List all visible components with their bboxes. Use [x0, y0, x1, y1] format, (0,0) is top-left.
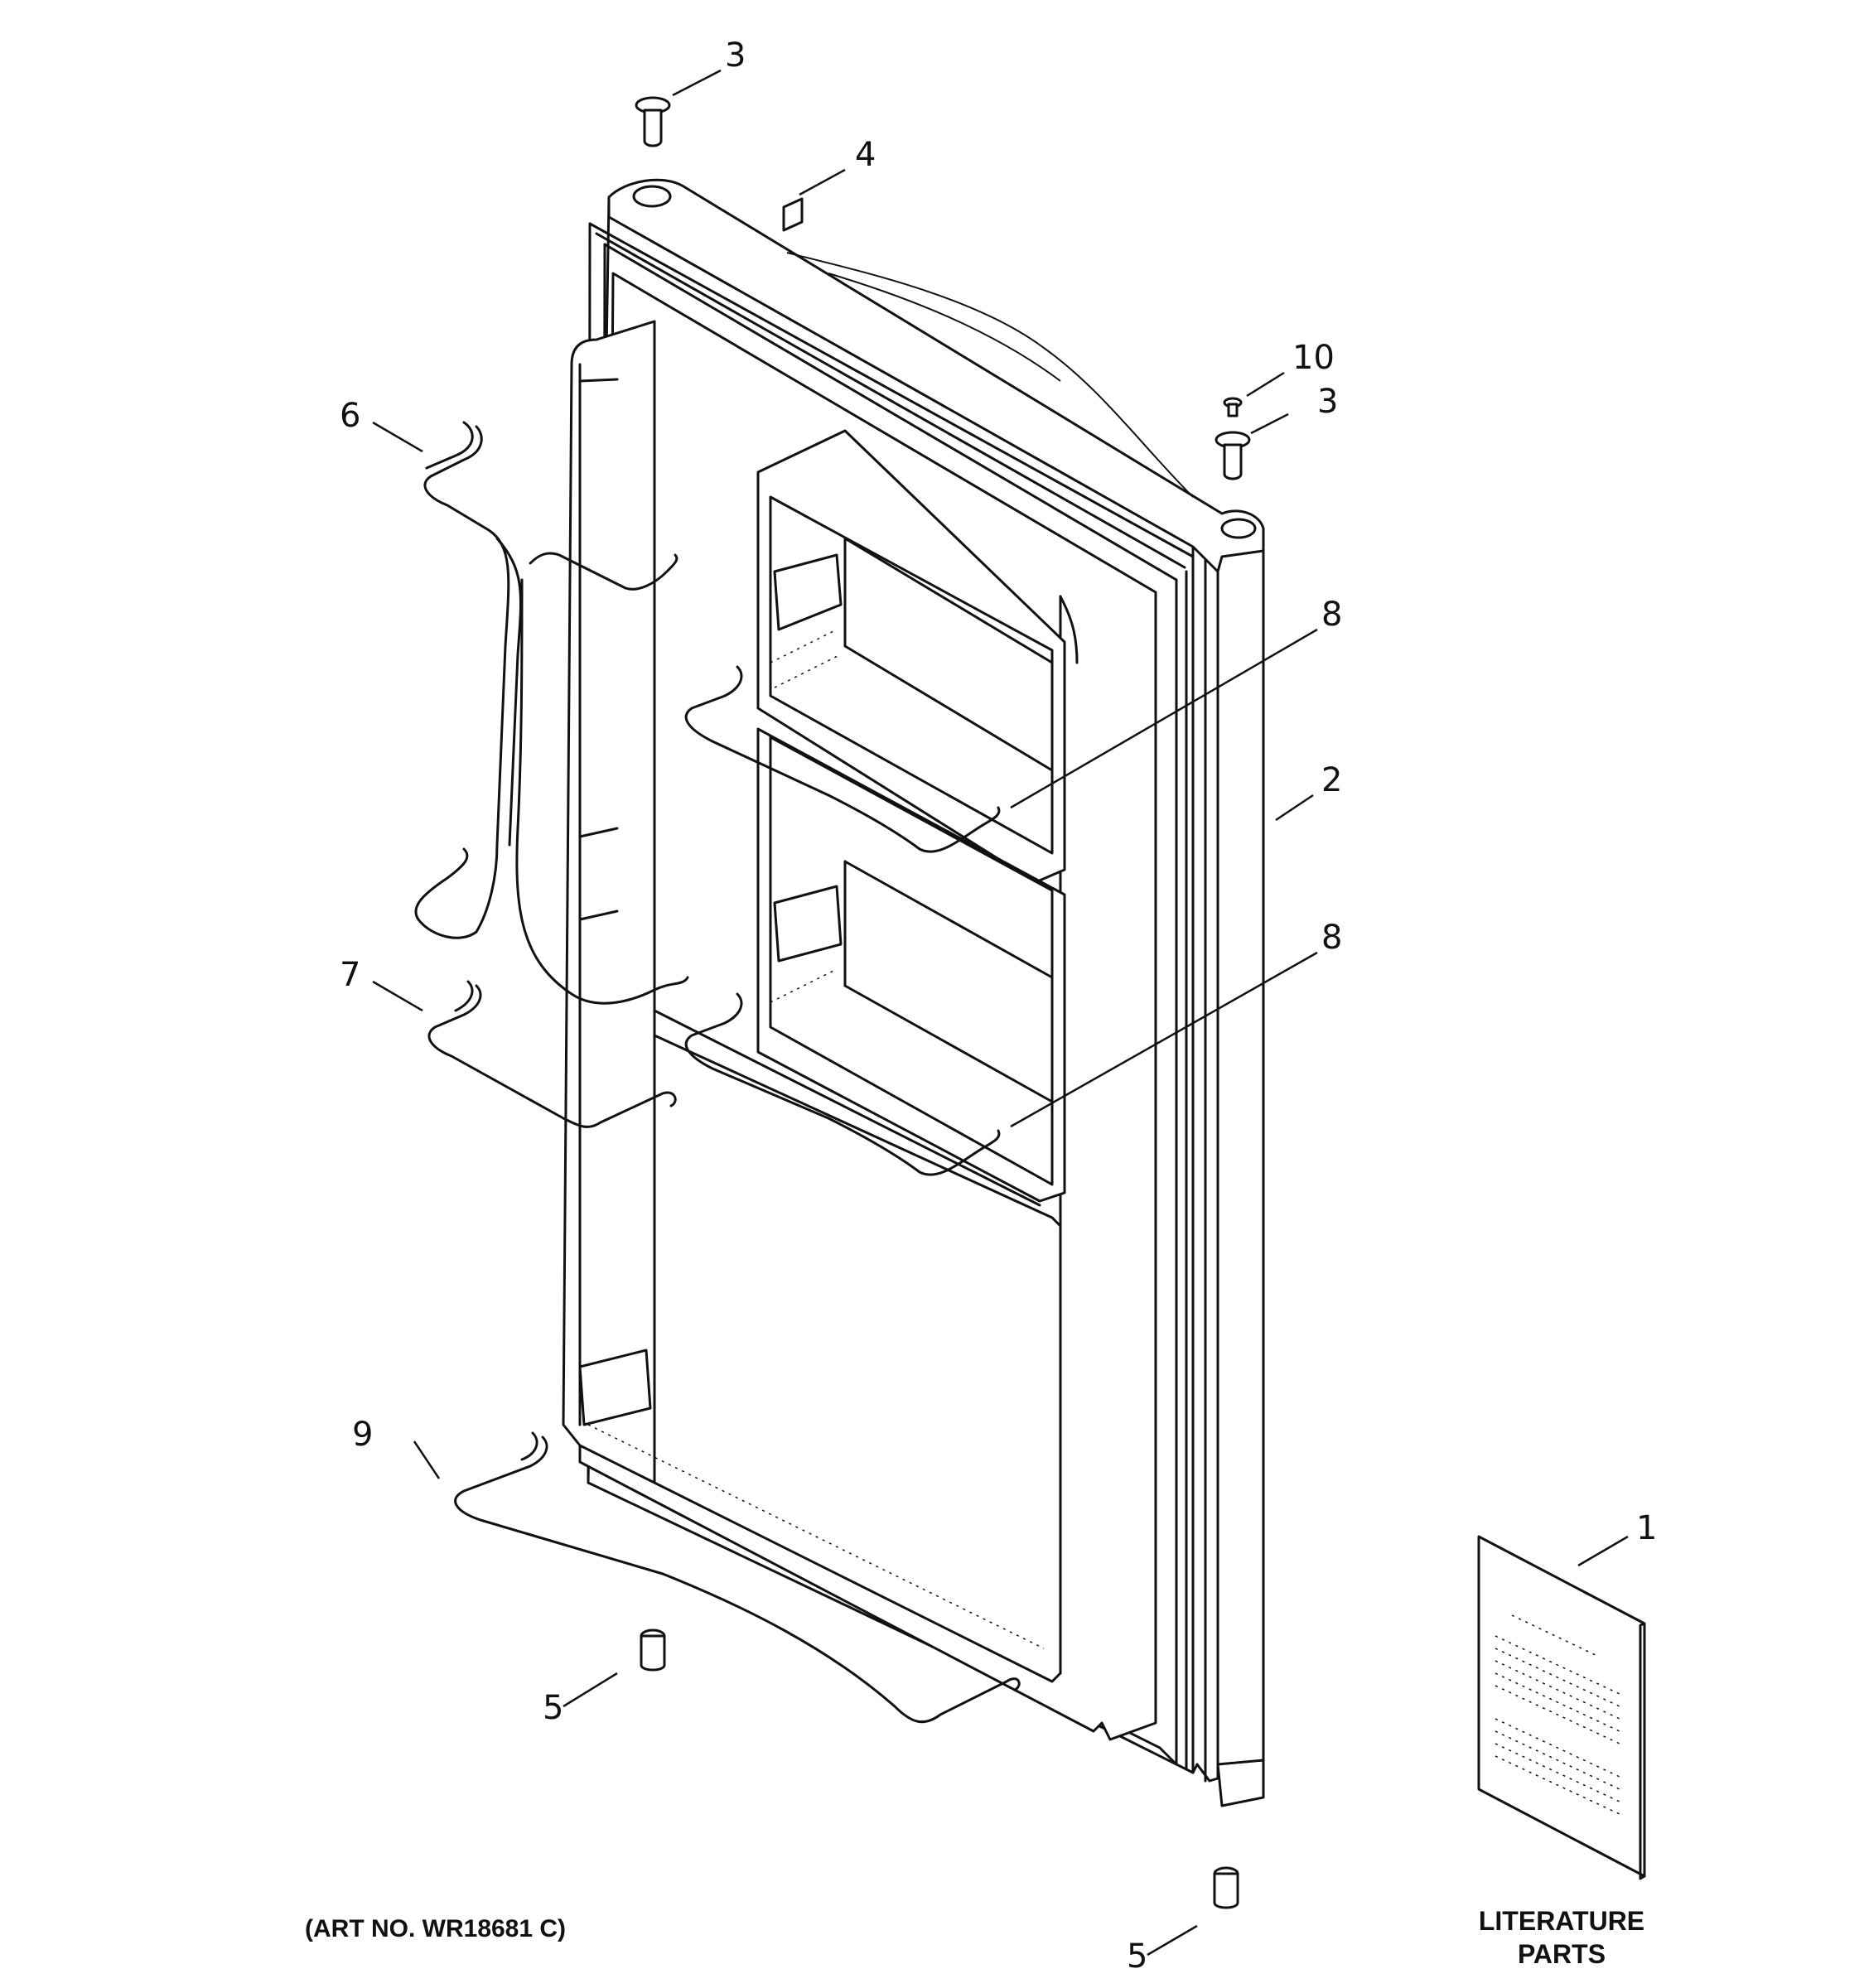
shelf-rail-8-lower [684, 992, 1001, 1176]
lower-bin [653, 1034, 1062, 1675]
shelf-rail-7 [427, 980, 677, 1128]
callout-2: 2 [1321, 761, 1342, 799]
literature-booklet [1477, 1535, 1646, 1880]
callout-labels: 3 4 10 3 6 8 2 8 7 9 1 5 5 [340, 36, 1657, 1976]
callout-9: 9 [352, 1416, 373, 1454]
callout-10: 10 [1292, 339, 1335, 377]
bushing-bottom-right [1213, 1866, 1239, 1909]
callout-5-left: 5 [543, 1689, 563, 1727]
hinge-bushing-right [1214, 431, 1251, 480]
bushing-bottom-left [640, 1629, 666, 1672]
door-stop-square [782, 197, 804, 232]
callout-8-upper: 8 [1321, 596, 1342, 634]
literature-label-line1: LITERATURE [1479, 1906, 1644, 1936]
callout-4: 4 [855, 136, 876, 174]
leader-lines [372, 69, 1629, 1957]
callout-1: 1 [1636, 1509, 1657, 1547]
door-top-cap [607, 178, 1265, 573]
art-number-caption: (ART NO. WR18681 C) [305, 1915, 566, 1942]
callout-3-top: 3 [725, 36, 746, 75]
callout-5-right: 5 [1127, 1937, 1147, 1976]
shelf-rail-9 [454, 1431, 1021, 1724]
callout-3-right: 3 [1317, 383, 1338, 421]
literature-label-line2: PARTS [1518, 1939, 1606, 1969]
middle-bin [756, 727, 1066, 1203]
shelf-rail-8-upper [684, 665, 1001, 853]
screw-10 [1223, 397, 1243, 417]
callout-8-lower: 8 [1321, 919, 1342, 957]
hinge-bushing-top [635, 96, 671, 147]
callout-6: 6 [340, 397, 360, 435]
upper-bin [756, 429, 1066, 884]
door-assembly [562, 178, 1265, 1807]
callout-7: 7 [340, 956, 360, 994]
shelf-rail-6 [414, 421, 689, 1005]
